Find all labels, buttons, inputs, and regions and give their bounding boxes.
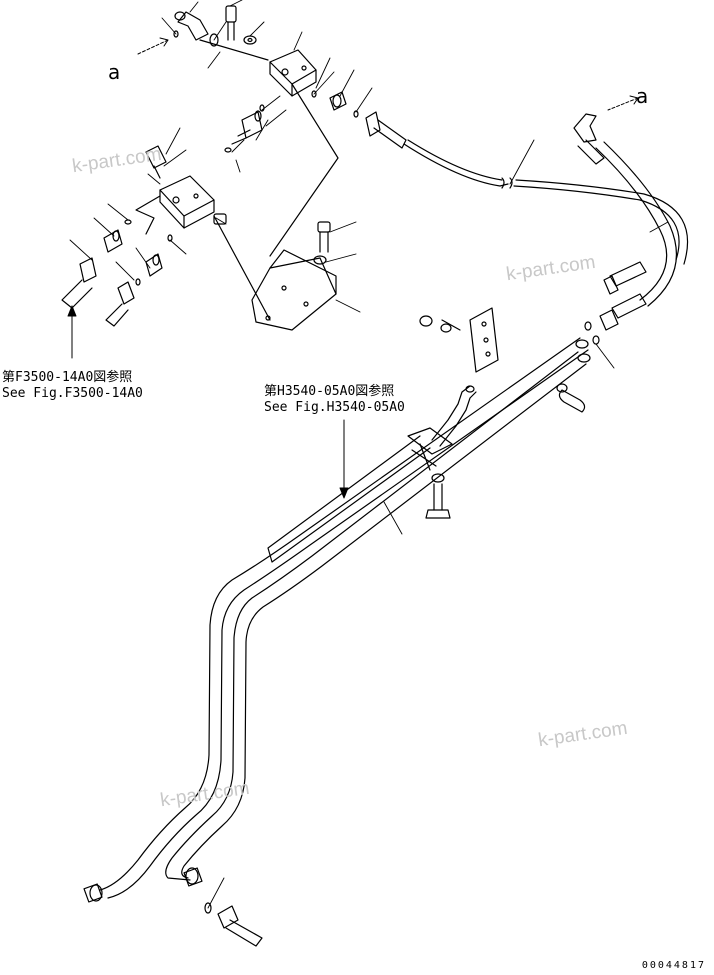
hydraulic-tube-assembly bbox=[83, 337, 591, 903]
connection-lines bbox=[135, 39, 339, 321]
leader-lines bbox=[69, 0, 669, 909]
tube-end-fitting bbox=[204, 902, 263, 947]
reference-label-f3500-en: See Fig.F3500-14A0 bbox=[2, 386, 143, 401]
reference-label-h3540-ja: 第H3540-05A0図参照 bbox=[264, 384, 395, 399]
elbow-fitting-right bbox=[556, 383, 586, 413]
valve-block-upper bbox=[269, 49, 317, 97]
arrow-label-a-left: a bbox=[108, 60, 121, 84]
support-bracket bbox=[251, 221, 337, 331]
hose-line bbox=[365, 111, 689, 345]
drawing-code: 00044817 bbox=[641, 960, 706, 971]
reference-arrows bbox=[67, 37, 639, 499]
valve-block-lower bbox=[159, 175, 215, 229]
arrow-label-a-right: a bbox=[636, 84, 649, 108]
reference-label-h3540-en: See Fig.H3540-05A0 bbox=[264, 400, 405, 415]
reference-label-f3500-ja: 第F3500-14A0図参照 bbox=[2, 370, 133, 385]
mounting-bracket bbox=[419, 307, 499, 373]
